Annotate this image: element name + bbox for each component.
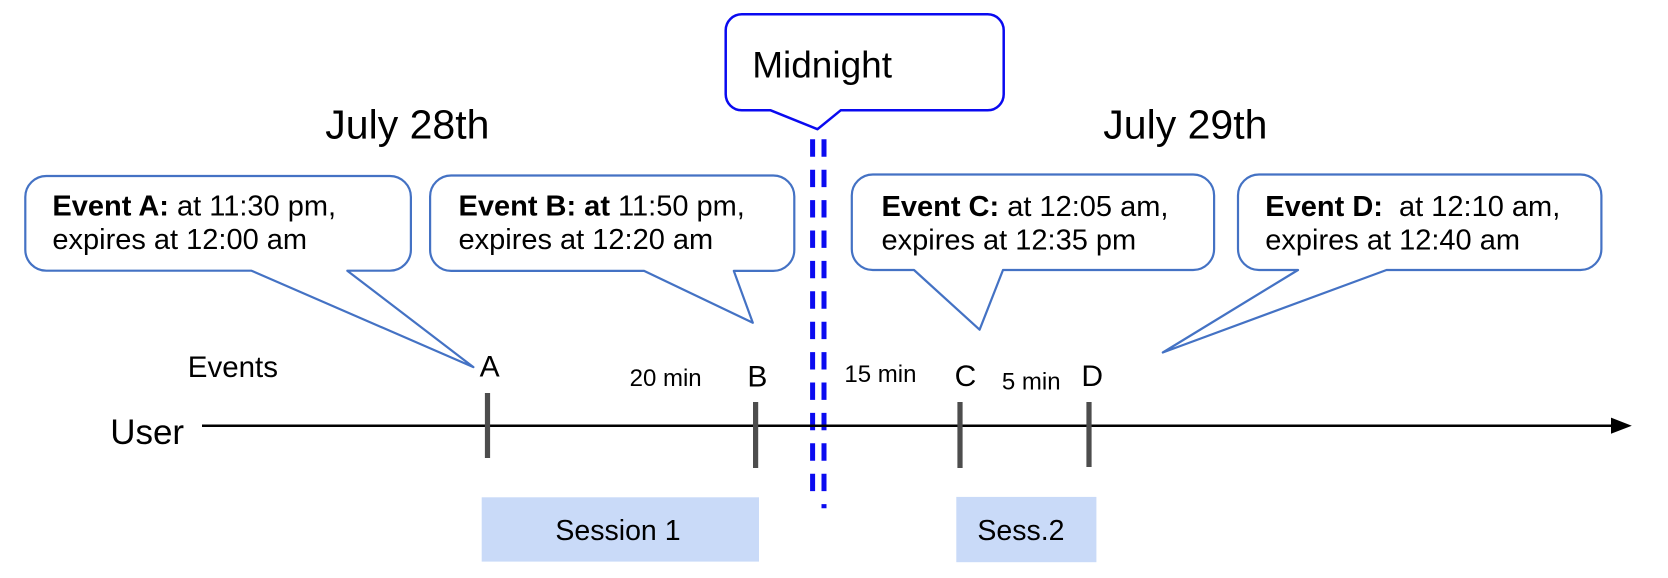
svg-text:expires at 12:35 pm: expires at 12:35 pm — [882, 225, 1137, 257]
svg-text:A: A — [480, 351, 500, 384]
svg-text:D: D — [1081, 360, 1103, 393]
svg-text:expires at 12:40 am: expires at 12:40 am — [1265, 225, 1520, 257]
svg-text:Sess.2: Sess.2 — [977, 515, 1064, 547]
svg-text:Event B: at 11:50 pm,: Event B: at 11:50 pm, — [459, 191, 745, 223]
svg-text:July 28th: July 28th — [325, 102, 489, 148]
svg-text:Events: Events — [188, 351, 278, 384]
svg-text:Session 1: Session 1 — [555, 515, 680, 547]
svg-text:Event C: at 12:05 am,: Event C: at 12:05 am, — [882, 191, 1169, 223]
svg-text:B: B — [747, 360, 767, 393]
svg-text:C: C — [955, 360, 977, 393]
svg-text:User: User — [110, 413, 184, 452]
svg-text:Event A: at 11:30 pm,: Event A: at 11:30 pm, — [52, 191, 336, 223]
svg-text:Event D: at 12:10 am,: Event D: at 12:10 am, — [1265, 191, 1560, 223]
svg-text:July 29th: July 29th — [1103, 102, 1267, 148]
svg-text:5 min: 5 min — [1002, 369, 1061, 396]
svg-text:expires at 12:00 am: expires at 12:00 am — [52, 224, 307, 256]
svg-text:15 min: 15 min — [844, 361, 916, 388]
svg-text:Midnight: Midnight — [752, 44, 893, 85]
svg-text:expires at 12:20 am: expires at 12:20 am — [459, 224, 714, 256]
svg-text:20 min: 20 min — [630, 365, 702, 392]
